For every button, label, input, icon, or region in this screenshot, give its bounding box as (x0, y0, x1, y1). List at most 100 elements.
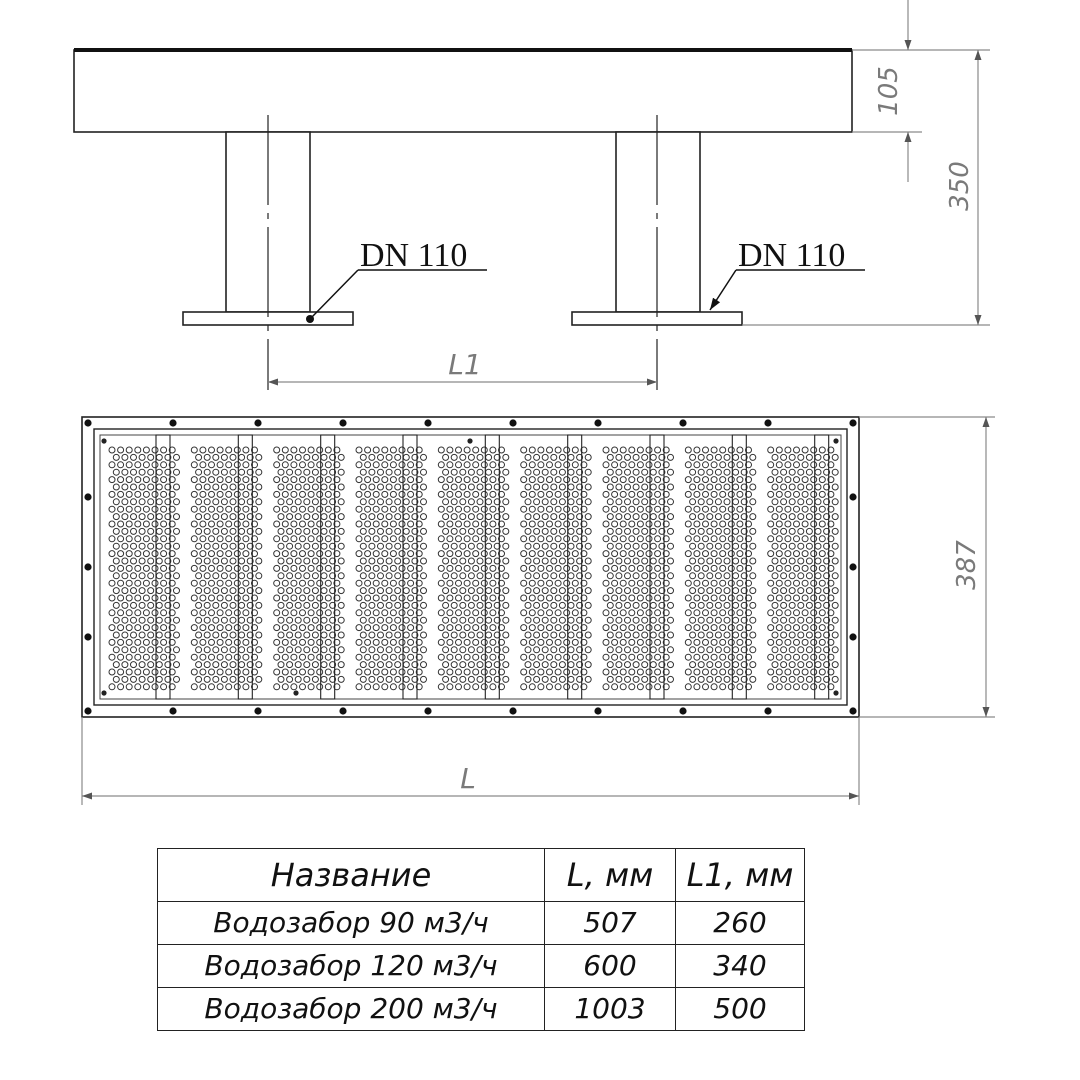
perforation-hole (611, 461, 619, 469)
perforation-hole (151, 594, 159, 602)
perforation-hole (702, 683, 709, 691)
perforation-hole (368, 483, 376, 491)
perforation-hole (190, 505, 198, 513)
perforation-hole (706, 675, 714, 683)
perforation-hole (455, 638, 462, 646)
perforation-hole (619, 594, 627, 602)
perforation-hole (584, 675, 592, 683)
perforation-hole (636, 476, 644, 484)
perforation-hole (220, 542, 228, 550)
perforation-hole (364, 594, 372, 602)
perforation-hole (541, 513, 549, 521)
perforation-hole (208, 683, 215, 691)
perforation-hole (528, 461, 536, 469)
perforation-hole (212, 587, 220, 595)
perforation-hole (372, 624, 380, 632)
perforation-hole (355, 609, 363, 617)
perforation-hole (745, 668, 752, 676)
perforation-hole (580, 638, 588, 646)
perforation-hole (524, 557, 532, 565)
perforation-hole (697, 646, 705, 654)
perforation-hole (134, 624, 142, 632)
perforation-hole (541, 453, 549, 461)
perforation-hole (554, 564, 562, 572)
perforation-hole (229, 513, 237, 521)
perforation-hole (294, 453, 302, 461)
support-bar (237, 434, 253, 700)
perforation-hole (130, 631, 137, 639)
perforation-hole (277, 498, 285, 506)
perforation-hole (273, 594, 281, 602)
perforation-hole (463, 505, 471, 513)
perforation-hole (294, 513, 302, 521)
perforation-hole (212, 631, 220, 639)
perforation-hole (520, 446, 528, 454)
perforation-hole (394, 498, 402, 506)
perforation-hole (233, 683, 241, 691)
perforation-hole (784, 624, 792, 632)
perforation-hole (385, 542, 393, 550)
perforation-hole (420, 468, 427, 476)
perforation-hole (324, 505, 332, 513)
perforation-hole (684, 535, 692, 543)
perforation-hole (233, 550, 241, 558)
perforation-hole (216, 461, 224, 469)
perforation-hole (719, 638, 727, 646)
perforation-hole (463, 624, 471, 632)
perforation-hole (459, 675, 467, 683)
perforation-hole (225, 564, 233, 572)
perforation-pattern (108, 446, 839, 691)
perforation-hole (624, 601, 631, 609)
perforation-hole (554, 476, 562, 484)
perforation-hole (212, 675, 220, 683)
perforation-hole (797, 572, 805, 580)
perforation-hole (524, 616, 532, 624)
perforation-hole (480, 609, 488, 617)
perforation-hole (719, 609, 727, 617)
perforation-hole (745, 461, 752, 469)
perforation-hole (212, 646, 220, 654)
cell-spacing: 340 (675, 944, 805, 988)
perforation-hole (619, 653, 627, 661)
perforation-hole (767, 594, 775, 602)
perforation-hole (229, 601, 237, 609)
perforation-hole (727, 579, 735, 587)
perforation-hole (281, 594, 289, 602)
perforation-hole (489, 476, 497, 484)
perforation-hole (130, 557, 137, 565)
perforation-hole (611, 490, 619, 498)
perforation-hole (229, 483, 237, 491)
perforation-hole (134, 653, 142, 661)
perforation-hole (823, 631, 831, 639)
perforation-hole (502, 498, 510, 506)
perforation-hole (658, 513, 666, 521)
perforation-hole (576, 453, 584, 461)
perforation-hole (502, 513, 510, 521)
perforation-hole (775, 446, 783, 454)
perforation-hole (805, 513, 813, 521)
perforation-hole (329, 542, 337, 550)
bolt (594, 707, 602, 715)
perforation-hole (719, 490, 727, 498)
perforation-hole (602, 490, 610, 498)
perforation-hole (480, 461, 488, 469)
perforation-hole (775, 638, 783, 646)
perforation-hole (624, 572, 631, 580)
perforation-hole (546, 461, 553, 469)
perforation-hole (385, 453, 393, 461)
perforation-hole (662, 476, 670, 484)
perforation-hole (480, 550, 488, 558)
perforation-hole (476, 498, 484, 506)
perforation-hole (307, 668, 315, 676)
perforation-hole (528, 579, 536, 587)
perforation-hole (168, 550, 176, 558)
perforation-hole (580, 490, 588, 498)
perforation-hole (130, 527, 137, 535)
perforation-hole (667, 675, 674, 683)
perforation-hole (190, 461, 198, 469)
perforation-hole (636, 668, 644, 676)
perforation-hole (415, 638, 423, 646)
cell-length: 507 (544, 901, 676, 945)
perforation-hole (749, 675, 757, 683)
perforation-hole (546, 668, 553, 676)
